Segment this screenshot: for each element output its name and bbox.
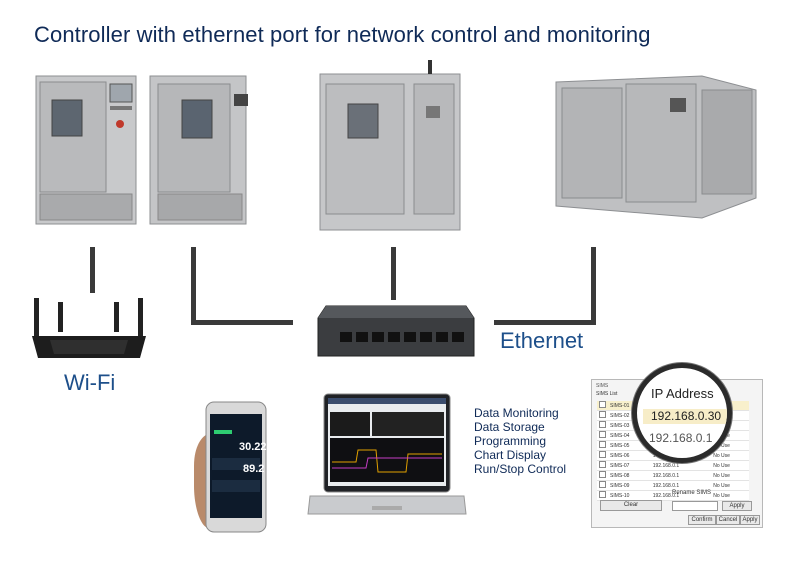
row-name: SIMS-07 <box>608 460 651 471</box>
row-status: No Use <box>711 490 749 501</box>
row-checkbox[interactable] <box>597 460 608 471</box>
row-checkbox[interactable] <box>597 470 608 481</box>
feature-list: Data Monitoring Data Storage Programming… <box>474 406 566 476</box>
ip-address-value: 192.168.0.30 <box>643 409 727 424</box>
connector-line-2 <box>191 247 196 322</box>
chamber-unit-1-icon <box>35 75 137 225</box>
page-title: Controller with ethernet port for networ… <box>34 22 651 47</box>
connector-line-4 <box>591 247 596 322</box>
row-status: No Use <box>711 480 749 491</box>
row-checkbox[interactable] <box>597 430 608 441</box>
row-name: SIMS-10 <box>608 490 651 501</box>
row-ip: 192.168.0.1 <box>650 480 712 491</box>
wifi-label: Wi-Fi <box>64 370 116 395</box>
feature-item: Data Storage <box>474 420 545 434</box>
row-name: SIMS-05 <box>608 440 651 451</box>
row-checkbox[interactable] <box>597 490 608 501</box>
row-checkbox[interactable] <box>597 440 608 451</box>
apply-button-2[interactable]: Apply <box>740 515 760 525</box>
feature-item: Chart Display <box>474 448 547 462</box>
router-icon <box>32 298 146 358</box>
laptop-icon <box>307 393 467 515</box>
connector-line-1 <box>90 247 95 293</box>
phone-reading-2: 89.2 <box>243 463 265 475</box>
sims-list-header: SIMS List <box>596 391 618 397</box>
connector-line-4-h <box>494 320 596 325</box>
network-switch-icon <box>317 305 475 357</box>
ip-magnifier: IP Address 192.168.0.30 192.168.0.1 <box>632 363 732 463</box>
phone-reading-1: 30.22 <box>239 441 267 453</box>
row-ip: 192.168.0.1 <box>650 490 712 501</box>
row-name: SIMS-09 <box>608 480 651 491</box>
feature-item: Run/Stop Control <box>474 462 567 476</box>
connector-line-2-h <box>191 320 293 325</box>
clear-button[interactable]: Clear <box>600 500 662 511</box>
confirm-button[interactable]: Confirm <box>688 515 716 525</box>
feature-item: Programming <box>474 434 547 448</box>
row-status: No Use <box>711 440 749 451</box>
row-checkbox[interactable] <box>597 450 608 461</box>
smartphone-icon <box>194 401 267 533</box>
rename-input[interactable] <box>672 501 718 511</box>
feature-item: Data Monitoring <box>474 406 559 420</box>
row-status: No Use <box>711 460 749 471</box>
row-ip: 192.168.0.1 <box>650 460 712 471</box>
row-status: No Use <box>711 450 749 461</box>
row-name: SIMS-03 <box>608 420 651 431</box>
connector-line-3 <box>391 247 396 300</box>
ip-address-next: 192.168.0.1 <box>649 431 713 445</box>
walk-in-chamber-icon <box>319 60 461 231</box>
row-name: SIMS-01 <box>608 401 651 411</box>
row-name: SIMS-02 <box>608 410 651 421</box>
row-name: SIMS-08 <box>608 470 651 481</box>
chamber-unit-2-icon <box>149 75 248 225</box>
row-checkbox[interactable] <box>597 480 608 491</box>
row-checkbox[interactable] <box>597 410 608 421</box>
row-ip: 192.168.0.1 <box>650 470 712 481</box>
row-name: SIMS-06 <box>608 450 651 461</box>
ip-address-header: IP Address <box>651 386 714 401</box>
rename-label: Rename SIMS <box>672 490 712 496</box>
sims-tab[interactable]: SIMS <box>596 383 609 389</box>
ethernet-label: Ethernet <box>500 328 584 353</box>
row-status: No Use <box>711 470 749 481</box>
row-name: SIMS-04 <box>608 430 651 441</box>
large-chamber-icon <box>555 75 757 219</box>
apply-button[interactable]: Apply <box>722 501 752 511</box>
row-checkbox[interactable] <box>597 401 608 411</box>
row-checkbox[interactable] <box>597 420 608 431</box>
cancel-button[interactable]: Cancel <box>716 515 740 525</box>
